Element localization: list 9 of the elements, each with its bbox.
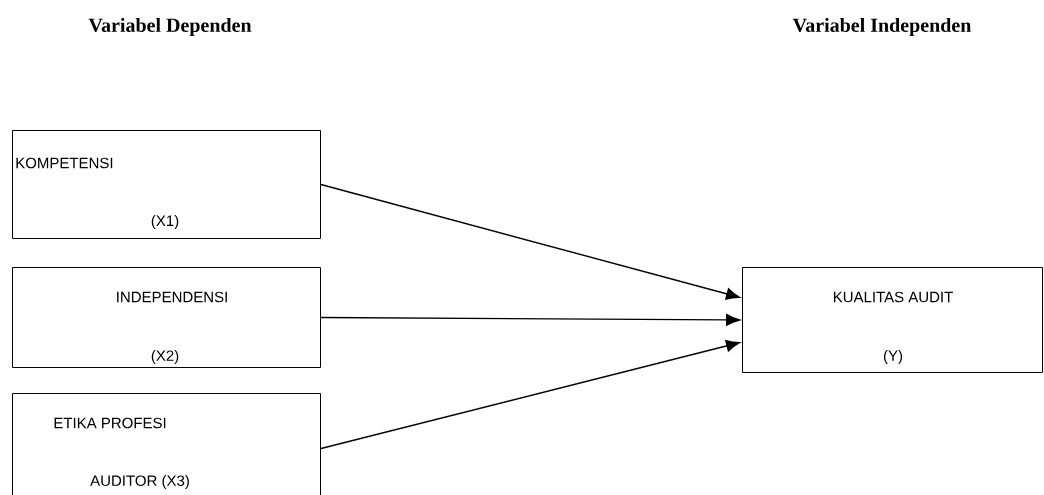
heading: Variabel Independen bbox=[792, 17, 972, 37]
arrow bbox=[320, 340, 741, 450]
variable-box: ETIKA PROFESI AUDITOR (X3) bbox=[12, 393, 321, 495]
arrow bbox=[320, 313, 741, 326]
variable-box: INDEPENDENSI (X2) bbox=[12, 267, 321, 368]
arrow bbox=[320, 183, 741, 300]
variable-box: KOMPETENSI (X1) bbox=[12, 130, 321, 239]
variable-box: KUALITAS AUDIT (Y) bbox=[742, 267, 1043, 373]
heading: Variabel Dependen bbox=[88, 17, 252, 37]
